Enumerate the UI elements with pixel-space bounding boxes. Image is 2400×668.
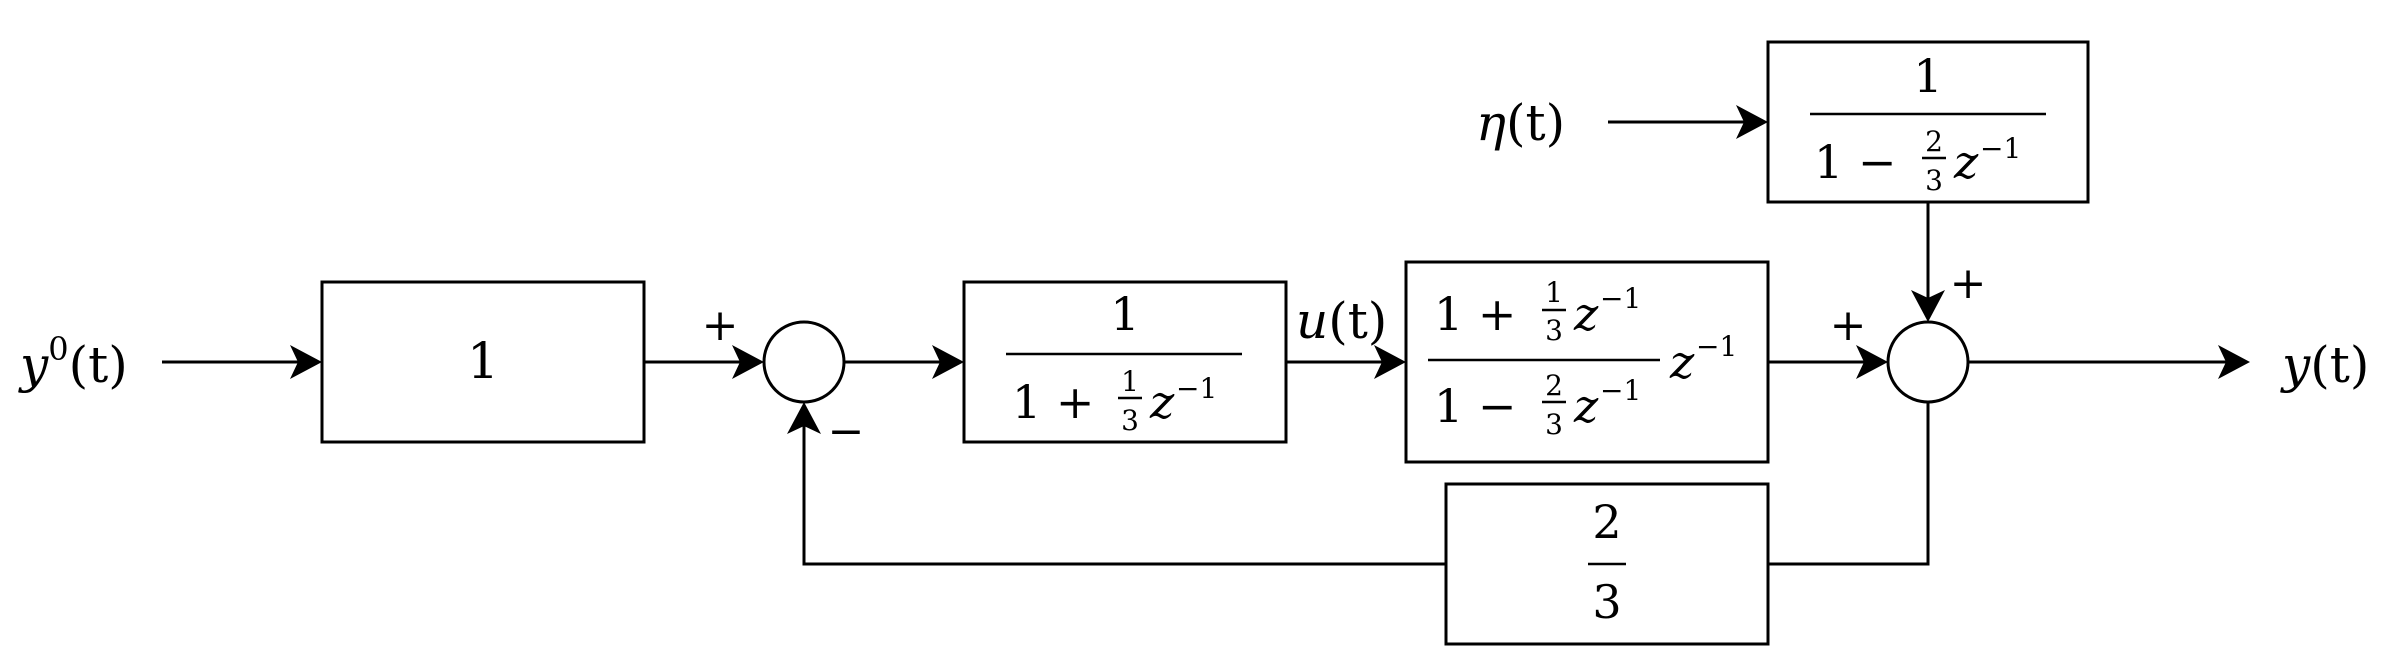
plant-num-frac-den: 3 bbox=[1545, 314, 1563, 347]
output-arrowhead bbox=[2218, 345, 2250, 379]
error-sum-plus-sign: + bbox=[702, 300, 739, 351]
plant-den-frac-num: 2 bbox=[1545, 369, 1563, 402]
reference-label: y0(t) bbox=[18, 330, 128, 394]
controller-den-exp: −1 bbox=[1176, 372, 1217, 405]
controller-numerator: 1 bbox=[1110, 287, 1139, 341]
plant-num-z: z bbox=[1573, 287, 1599, 341]
reference-arrowhead bbox=[290, 345, 322, 379]
controller-den-frac-num: 1 bbox=[1121, 365, 1139, 398]
noise-arrowhead bbox=[1736, 105, 1768, 139]
control-label: u(t) bbox=[1296, 292, 1387, 350]
plant-num-frac-num: 1 bbox=[1545, 276, 1563, 309]
disturbance-block bbox=[1766, 40, 2090, 204]
plant-input-arrowhead bbox=[1374, 345, 1406, 379]
plant-tail-z: z bbox=[1669, 335, 1695, 389]
output-label: y(t) bbox=[2280, 336, 2369, 394]
prefilter-block bbox=[320, 280, 646, 444]
feedback-wire-right bbox=[1768, 402, 1930, 566]
disturbance-den-frac-num: 2 bbox=[1925, 125, 1943, 158]
plant-tail-exp: −1 bbox=[1696, 330, 1737, 363]
controller-input-arrowhead bbox=[932, 345, 964, 379]
noise-label: η(t) bbox=[1476, 94, 1565, 152]
plant-den-exp: −1 bbox=[1600, 374, 1641, 407]
disturbance-arrowhead bbox=[1911, 290, 1945, 322]
output-sum-plus-sign-top: + bbox=[1950, 258, 1987, 309]
feedback-arrowhead bbox=[787, 402, 821, 434]
disturbance-den-frac-den: 3 bbox=[1925, 164, 1943, 197]
prefilter-gain: 1 bbox=[467, 332, 499, 390]
plant-den-frac-den: 3 bbox=[1545, 408, 1563, 441]
disturbance-den-z: z bbox=[1953, 135, 1979, 189]
controller-block bbox=[962, 280, 1288, 444]
disturbance-den-lead: 1 − bbox=[1814, 135, 1896, 189]
disturbance-numerator: 1 bbox=[1913, 49, 1942, 103]
feedback-denominator: 3 bbox=[1592, 575, 1621, 629]
plant-num-lead: 1 + bbox=[1434, 287, 1516, 341]
output-sum-input-arrowhead bbox=[1856, 345, 1888, 379]
feedback-numerator: 2 bbox=[1592, 495, 1621, 549]
plant-block bbox=[1404, 260, 1770, 464]
disturbance-den-exp: −1 bbox=[1980, 132, 2021, 165]
error-sum-minus-sign: − bbox=[828, 406, 865, 457]
error-summing-junction bbox=[762, 320, 846, 404]
sum-input-arrowhead bbox=[732, 345, 764, 379]
output-sum-plus-sign-left: + bbox=[1830, 300, 1867, 351]
controller-den-z: z bbox=[1149, 375, 1175, 429]
controller-den-lead: 1 + bbox=[1012, 375, 1094, 429]
plant-den-lead: 1 − bbox=[1434, 379, 1516, 433]
feedback-return-wire bbox=[802, 424, 1446, 566]
controller-den-frac-den: 3 bbox=[1121, 404, 1139, 437]
output-summing-junction bbox=[1886, 320, 1970, 404]
plant-num-exp: −1 bbox=[1600, 282, 1641, 315]
plant-den-z: z bbox=[1573, 379, 1599, 433]
